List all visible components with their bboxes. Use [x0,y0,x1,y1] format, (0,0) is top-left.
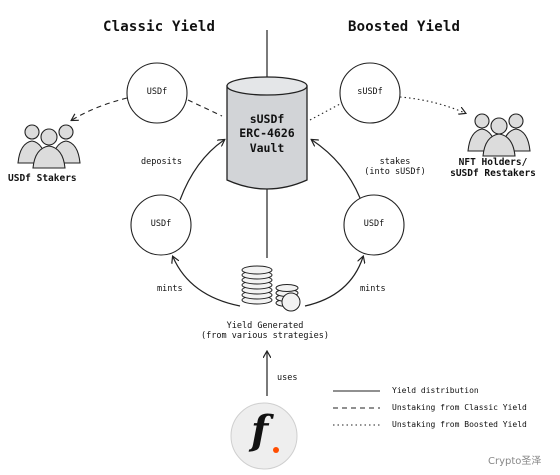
nft-holders-label-line2: sUSDf Restakers [450,167,536,179]
node-bottom-left-label: USDf [150,219,172,229]
unstake-boosted-arrow [399,96,465,113]
falcon-logo-dot [273,447,279,453]
nft-holders-label-line1: NFT Holders/ [458,157,528,168]
node-bottom-right-circle [343,194,405,256]
legend-label-solid: Yield distribution [392,386,479,395]
node-bottom-left-circle [130,194,192,256]
node-top-left-label: USDf [146,87,168,97]
watermark-text: Crypto圣泽 [488,456,542,467]
nft-holders-label: NFT Holders/ sUSDf Restakers [438,157,548,180]
falcon-logo-glyph: f [251,407,269,454]
heading-boosted-yield: Boosted Yield [348,19,461,35]
falcon-logo-circle [230,402,298,470]
yield-generated-label: Yield Generated (from various strategies… [195,321,335,342]
node-top-right-circle [339,62,401,124]
heading-classic-yield: Classic Yield [103,19,216,35]
vault-label-line1: sUSDf [249,112,285,126]
vault-to-susdf-dotted [309,103,341,121]
uses-label: uses [277,373,298,383]
legend-label-dashed: Unstaking from Classic Yield [392,403,527,412]
unstake-classic-arrow [72,97,128,120]
mints-right-arrow [304,257,363,307]
stakes-arrow [312,140,361,199]
deposits-arrow [179,140,224,201]
yield-generated-line1: Yield Generated [226,321,304,331]
stakes-label-line2: (into sUSDf) [364,166,426,177]
legend-label-dotted: Unstaking from Boosted Yield [392,420,527,429]
mints-left-arrow [173,257,241,307]
usdf-stakers-icon [17,124,81,169]
vault-label-line2: ERC-4626 [239,126,295,141]
vault-cylinder [226,76,308,190]
vault-label-line3: Vault [249,140,285,155]
coin-stack-icon [241,265,301,312]
yield-generated-line2: (from various strategies) [201,330,329,341]
usdf-to-vault-dashed [187,99,223,117]
stakes-label-line1: stakes [379,157,411,167]
mints-left-label: mints [157,284,183,294]
node-top-right-label: sUSDf [357,87,383,97]
node-bottom-right-label: USDf [363,219,385,229]
mints-right-label: mints [360,284,386,294]
usdf-stakers-label: USDf Stakers [8,173,77,184]
deposits-label: deposits [141,157,182,167]
vault-label: sUSDf ERC-4626 Vault [227,112,307,155]
nft-holders-icon [467,113,531,157]
node-top-left-circle [126,62,188,124]
stakes-label: stakes (into sUSDf) [355,157,435,178]
